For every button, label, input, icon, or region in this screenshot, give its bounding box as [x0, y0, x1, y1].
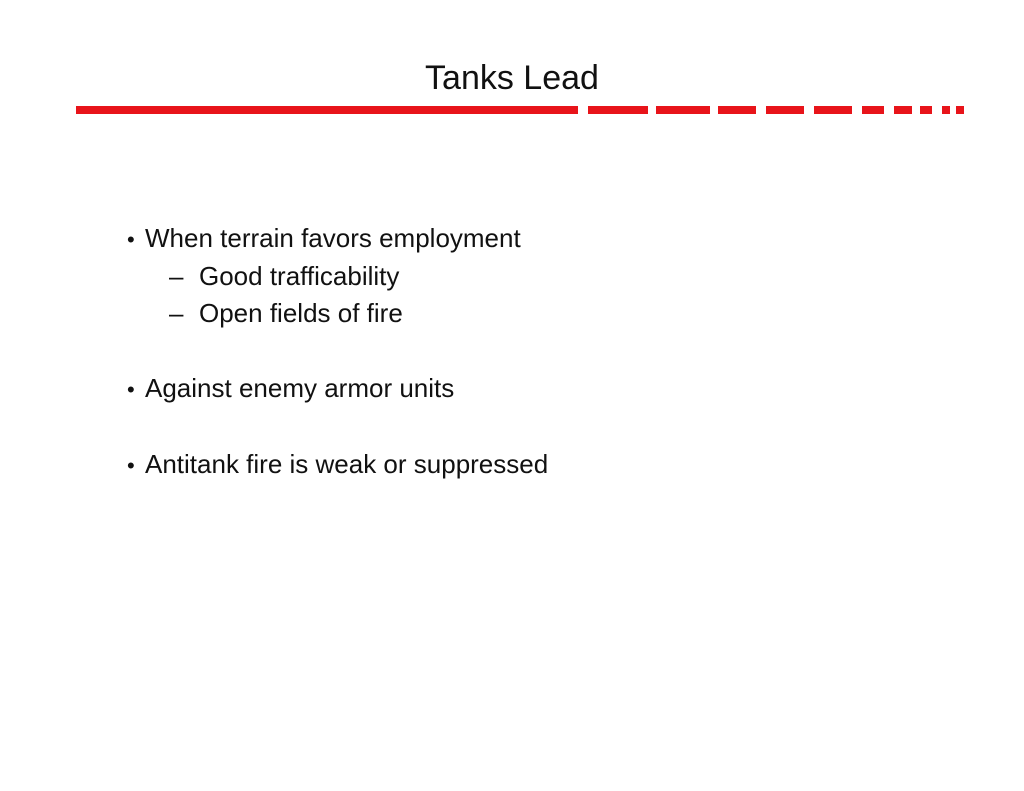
divider-segment	[588, 106, 648, 114]
divider-segment	[656, 106, 710, 114]
sub-list-item: – Good trafficability	[127, 258, 887, 295]
divider-segment	[956, 106, 964, 114]
bullet-text: Against enemy armor units	[145, 373, 455, 403]
slide-title: Tanks Lead	[425, 59, 599, 97]
bullet-mark: •	[127, 377, 135, 402]
dash-mark: –	[169, 298, 184, 328]
bullet-mark: •	[127, 227, 135, 252]
bullet-mark: •	[127, 453, 135, 478]
divider-segment	[718, 106, 756, 114]
list-item: • Antitank fire is weak or suppressed	[127, 446, 887, 484]
spacer	[127, 332, 887, 370]
list-item: • When terrain favors employment	[127, 220, 887, 258]
divider-segment	[942, 106, 950, 114]
divider-segment	[920, 106, 932, 114]
sub-bullet-text: Open fields of fire	[199, 298, 403, 328]
divider-segment	[862, 106, 884, 114]
bullet-text: When terrain favors employment	[145, 223, 521, 253]
divider-segment	[76, 106, 578, 114]
sub-bullet-text: Good trafficability	[199, 261, 400, 291]
divider-segment	[894, 106, 912, 114]
title-divider	[76, 103, 966, 115]
divider-segment	[766, 106, 804, 114]
divider-segment	[814, 106, 852, 114]
sub-list-item: – Open fields of fire	[127, 295, 887, 332]
dash-mark: –	[169, 261, 184, 291]
bullet-list: • When terrain favors employment – Good …	[127, 220, 887, 484]
list-item: • Against enemy armor units	[127, 370, 887, 408]
bullet-text: Antitank fire is weak or suppressed	[145, 449, 549, 479]
spacer	[127, 408, 887, 446]
